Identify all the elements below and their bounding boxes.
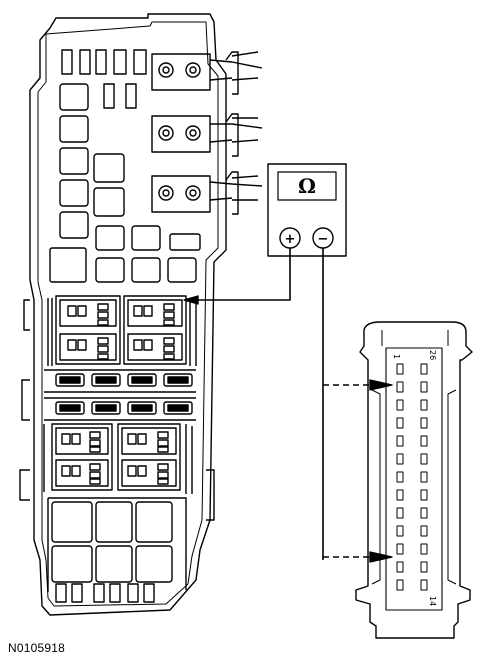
test-leads (198, 248, 370, 560)
connector-pin (420, 507, 428, 519)
positive-lead (198, 248, 291, 301)
probe-tip-pin-lower (369, 551, 393, 563)
pin-label-26: 26 (428, 350, 437, 360)
connector-pin (396, 363, 404, 375)
connector-pin (420, 471, 428, 483)
pin-label-1: 1 (392, 354, 401, 359)
connector-pin (396, 507, 404, 519)
connector-pin (420, 579, 428, 591)
connector-pin (420, 417, 428, 429)
connector-pin (396, 525, 404, 537)
connector-pin (396, 381, 404, 393)
connector-pin (396, 561, 404, 573)
connector-pin (420, 489, 428, 501)
connector-pin (420, 399, 428, 411)
ohm-display: Ω (298, 174, 316, 198)
negative-probe-label: − (318, 232, 329, 247)
connector-pin (420, 435, 428, 447)
probe-tip-relay (183, 295, 199, 305)
connector-pin (396, 489, 404, 501)
connector-pin (420, 543, 428, 555)
fuse-box (19, 13, 263, 616)
connector-pin (396, 453, 404, 465)
positive-probe-label: + (285, 232, 296, 247)
probe-tip-pin-upper (369, 379, 393, 391)
connector-pin (396, 417, 404, 429)
connector-pin (396, 471, 404, 483)
connector-pin (396, 435, 404, 447)
connector-pin (420, 363, 428, 375)
connector-pin (420, 525, 428, 537)
connector-pin (420, 381, 428, 393)
connector-pin (396, 399, 404, 411)
connector-pin (420, 561, 428, 573)
connector-pin (396, 543, 404, 555)
connector-pin (420, 453, 428, 465)
harness-connector (355, 321, 473, 639)
figure-id: N0105918 (8, 641, 65, 655)
pin-label-14: 14 (428, 596, 437, 606)
connector-pin (396, 579, 404, 591)
